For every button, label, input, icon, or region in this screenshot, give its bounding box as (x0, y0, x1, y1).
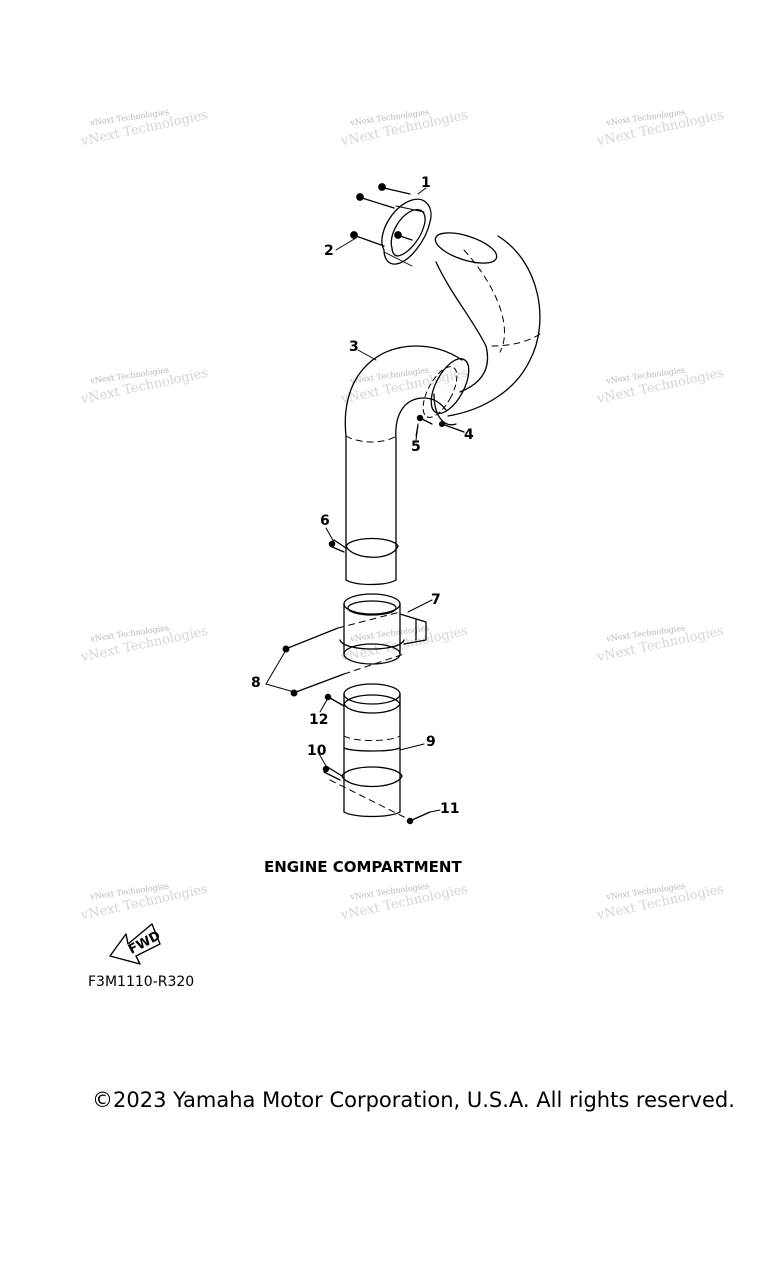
forward-arrow: FWD (109, 923, 163, 965)
callout-number: 3 (349, 339, 359, 355)
screw (350, 183, 413, 247)
outlet-flange (381, 198, 432, 267)
callout-number: 9 (426, 734, 436, 750)
figure-code: F3M1110-R320 (88, 974, 195, 990)
copyright-notice: ©2023 Yamaha Motor Corporation, U.S.A. A… (92, 1088, 735, 1112)
callout-number: 12 (309, 712, 329, 728)
callout-number: 7 (431, 592, 441, 608)
callout-number: 8 (251, 675, 261, 691)
screw (415, 414, 433, 437)
callout-number: 2 (324, 243, 334, 259)
callout-number: 10 (307, 743, 327, 759)
hose-clamp (433, 393, 465, 433)
callout-number: 5 (411, 439, 421, 455)
callout-number: 6 (320, 513, 330, 529)
callout-number: 4 (464, 427, 474, 443)
exhaust-bend-upper (434, 232, 541, 417)
hose-clamp (328, 537, 399, 558)
exhaust-hose-lower (343, 683, 401, 818)
screw (329, 779, 431, 825)
hose-clamp (322, 765, 403, 788)
callout-number: 11 (440, 801, 460, 817)
exhaust-hose (344, 345, 470, 586)
joint-bracket (339, 593, 427, 665)
diagram-caption: ENGINE COMPARTMENT (264, 858, 462, 876)
callout-number: 1 (421, 175, 431, 191)
bolt (282, 611, 405, 697)
leader-lines (265, 187, 441, 813)
hose-clamp (324, 693, 401, 714)
